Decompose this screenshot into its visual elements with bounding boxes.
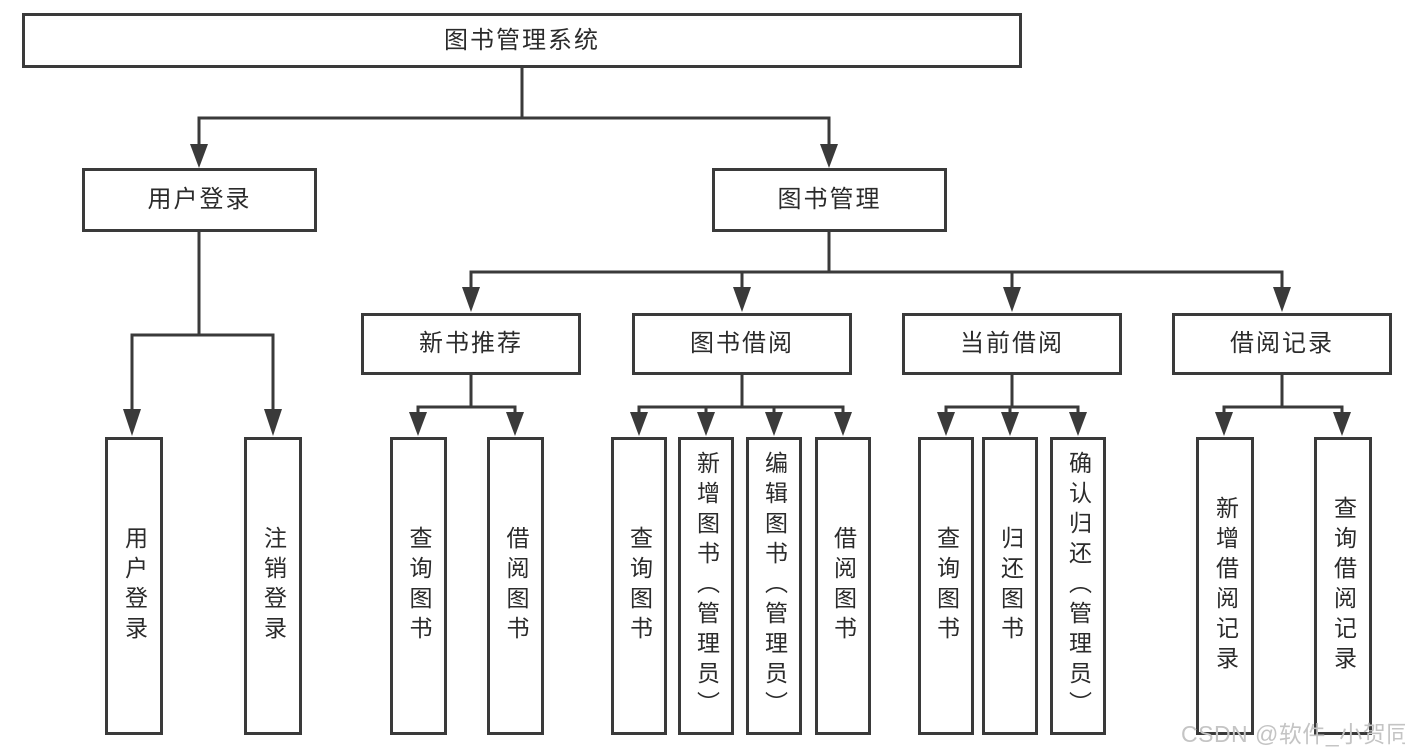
node-borrow-records-label: 借阅记录 bbox=[1230, 330, 1334, 357]
node-root: 图书管理系统 bbox=[22, 13, 1022, 68]
connector-new-books-children bbox=[409, 375, 524, 436]
leaf-borrow-borrow-label: 借阅图书 bbox=[830, 526, 857, 646]
node-new-books-label: 新书推荐 bbox=[419, 330, 523, 357]
leaf-borrow-add-admin: 新增图书（管理员） bbox=[678, 437, 734, 735]
leaf-current-return-label: 归还图书 bbox=[997, 526, 1024, 646]
connector-book-borrow-children bbox=[630, 375, 852, 436]
leaf-current-query: 查询图书 bbox=[918, 437, 974, 735]
leaf-borrow-edit-admin: 编辑图书（管理员） bbox=[746, 437, 802, 735]
leaf-newbooks-query: 查询图书 bbox=[390, 437, 447, 735]
csdn-watermark: CSDN @软件_小贺同学 bbox=[1181, 721, 1405, 747]
node-borrow-records: 借阅记录 bbox=[1172, 313, 1392, 375]
node-book-borrow: 图书借阅 bbox=[632, 313, 852, 375]
leaf-records-add: 新增借阅记录 bbox=[1196, 437, 1254, 735]
leaf-borrow-edit-admin-label: 编辑图书（管理员） bbox=[761, 451, 788, 721]
leaf-user-login: 用户登录 bbox=[105, 437, 163, 735]
node-book-mgmt: 图书管理 bbox=[712, 168, 947, 232]
leaf-logout-label: 注销登录 bbox=[260, 526, 287, 646]
node-current-borrow-label: 当前借阅 bbox=[960, 330, 1064, 357]
connector-borrow-records-children bbox=[1215, 375, 1351, 436]
connector-root-to-level2 bbox=[190, 68, 838, 168]
connector-book-mgmt-children bbox=[462, 232, 1291, 312]
connector-current-borrow-children bbox=[937, 375, 1087, 436]
leaf-borrow-query-label: 查询图书 bbox=[626, 526, 653, 646]
leaf-borrow-borrow: 借阅图书 bbox=[815, 437, 871, 735]
leaf-records-add-label: 新增借阅记录 bbox=[1212, 496, 1239, 676]
node-current-borrow: 当前借阅 bbox=[902, 313, 1122, 375]
node-user-login: 用户登录 bbox=[82, 168, 317, 232]
leaf-current-confirm-admin: 确认归还（管理员） bbox=[1050, 437, 1106, 735]
connector-user-login-children bbox=[123, 232, 282, 436]
node-root-label: 图书管理系统 bbox=[444, 26, 600, 54]
node-new-books: 新书推荐 bbox=[361, 313, 581, 375]
leaf-newbooks-borrow: 借阅图书 bbox=[487, 437, 544, 735]
leaf-newbooks-borrow-label: 借阅图书 bbox=[503, 526, 529, 646]
node-book-borrow-label: 图书借阅 bbox=[690, 330, 794, 357]
leaf-borrow-add-admin-label: 新增图书（管理员） bbox=[693, 451, 720, 721]
leaf-logout: 注销登录 bbox=[244, 437, 302, 735]
leaf-current-query-label: 查询图书 bbox=[933, 526, 960, 646]
leaf-borrow-query: 查询图书 bbox=[611, 437, 667, 735]
leaf-records-query-label: 查询借阅记录 bbox=[1330, 496, 1357, 676]
leaf-user-login-label: 用户登录 bbox=[121, 526, 148, 646]
leaf-newbooks-query-label: 查询图书 bbox=[406, 526, 432, 646]
leaf-current-confirm-admin-label: 确认归还（管理员） bbox=[1065, 451, 1092, 721]
leaf-records-query: 查询借阅记录 bbox=[1314, 437, 1372, 735]
leaf-current-return: 归还图书 bbox=[982, 437, 1038, 735]
node-user-login-label: 用户登录 bbox=[147, 186, 252, 213]
node-book-mgmt-label: 图书管理 bbox=[777, 186, 882, 213]
